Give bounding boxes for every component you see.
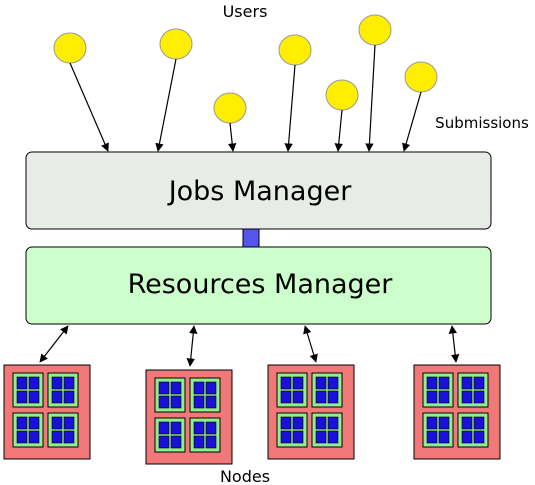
- jobs-manager-label: Jobs Manager: [167, 176, 353, 207]
- node-core: [16, 390, 28, 404]
- node-core: [158, 395, 170, 409]
- node-core: [280, 416, 292, 430]
- node-core: [158, 435, 170, 449]
- submission-arrow: [402, 91, 422, 152]
- node-core: [170, 381, 182, 395]
- user-icon: [159, 28, 193, 60]
- user-icon: [325, 79, 359, 111]
- node-core: [426, 416, 438, 430]
- node-core: [63, 430, 75, 444]
- node-core: [461, 430, 473, 444]
- node-core: [438, 390, 450, 404]
- node-core: [292, 416, 304, 430]
- submissions-label: Submissions: [435, 114, 529, 132]
- users-group: [53, 14, 438, 124]
- compute-node: [3, 364, 91, 460]
- node-core: [292, 430, 304, 444]
- compute-node: [413, 364, 501, 460]
- node-core: [28, 416, 40, 430]
- node-link-arrow: [186, 325, 198, 367]
- node-core: [63, 390, 75, 404]
- node-core: [438, 416, 450, 430]
- node-link-arrow: [448, 325, 460, 363]
- submission-arrow: [69, 62, 109, 152]
- node-core: [473, 376, 485, 390]
- nodes-group: [3, 364, 501, 465]
- node-core: [16, 376, 28, 390]
- node-core: [327, 430, 339, 444]
- submission-arrow: [155, 58, 177, 152]
- node-core: [205, 395, 217, 409]
- node-core: [280, 430, 292, 444]
- node-core: [51, 416, 63, 430]
- node-link-arrow: [303, 325, 318, 363]
- node-core: [16, 416, 28, 430]
- node-core: [51, 376, 63, 390]
- node-core: [28, 430, 40, 444]
- node-core: [438, 430, 450, 444]
- submission-arrow: [284, 64, 296, 152]
- compute-node: [145, 369, 233, 465]
- node-core: [205, 421, 217, 435]
- node-core: [170, 395, 182, 409]
- node-core: [315, 430, 327, 444]
- node-core: [205, 435, 217, 449]
- user-icon: [213, 92, 247, 124]
- submission-arrow: [365, 44, 376, 152]
- manager-connector: [242, 228, 260, 248]
- node-core: [292, 390, 304, 404]
- node-core: [63, 376, 75, 390]
- node-core: [315, 390, 327, 404]
- node-core: [473, 416, 485, 430]
- user-icon: [358, 14, 392, 46]
- user-icon: [404, 61, 438, 93]
- compute-node: [267, 364, 355, 460]
- node-core: [193, 395, 205, 409]
- node-core: [193, 381, 205, 395]
- node-core: [280, 390, 292, 404]
- node-core: [170, 421, 182, 435]
- submission-arrow: [228, 122, 237, 152]
- node-core: [280, 376, 292, 390]
- node-core: [426, 390, 438, 404]
- node-core: [426, 430, 438, 444]
- node-core: [170, 435, 182, 449]
- node-core: [426, 376, 438, 390]
- node-core: [193, 421, 205, 435]
- node-core: [327, 376, 339, 390]
- node-core: [315, 376, 327, 390]
- node-core: [292, 376, 304, 390]
- submission-arrow: [334, 109, 343, 152]
- user-icon: [278, 34, 312, 66]
- node-core: [315, 416, 327, 430]
- node-core: [461, 416, 473, 430]
- node-core: [461, 390, 473, 404]
- node-core: [327, 390, 339, 404]
- node-core: [205, 381, 217, 395]
- node-core: [158, 421, 170, 435]
- node-arrows: [39, 325, 460, 367]
- node-core: [16, 430, 28, 444]
- submission-arrows: [69, 44, 422, 152]
- node-core: [473, 390, 485, 404]
- nodes-label: Nodes: [220, 467, 270, 485]
- user-icon: [53, 32, 87, 64]
- node-link-arrow: [39, 325, 69, 363]
- node-core: [473, 430, 485, 444]
- node-core: [461, 376, 473, 390]
- node-core: [51, 430, 63, 444]
- node-core: [63, 416, 75, 430]
- resources-manager-label: Resources Manager: [128, 269, 394, 300]
- users-label: Users: [223, 2, 268, 21]
- node-core: [28, 376, 40, 390]
- node-core: [327, 416, 339, 430]
- node-core: [28, 390, 40, 404]
- resources-manager-box: [25, 246, 492, 325]
- node-core: [193, 435, 205, 449]
- node-core: [51, 390, 63, 404]
- node-core: [158, 381, 170, 395]
- node-core: [438, 376, 450, 390]
